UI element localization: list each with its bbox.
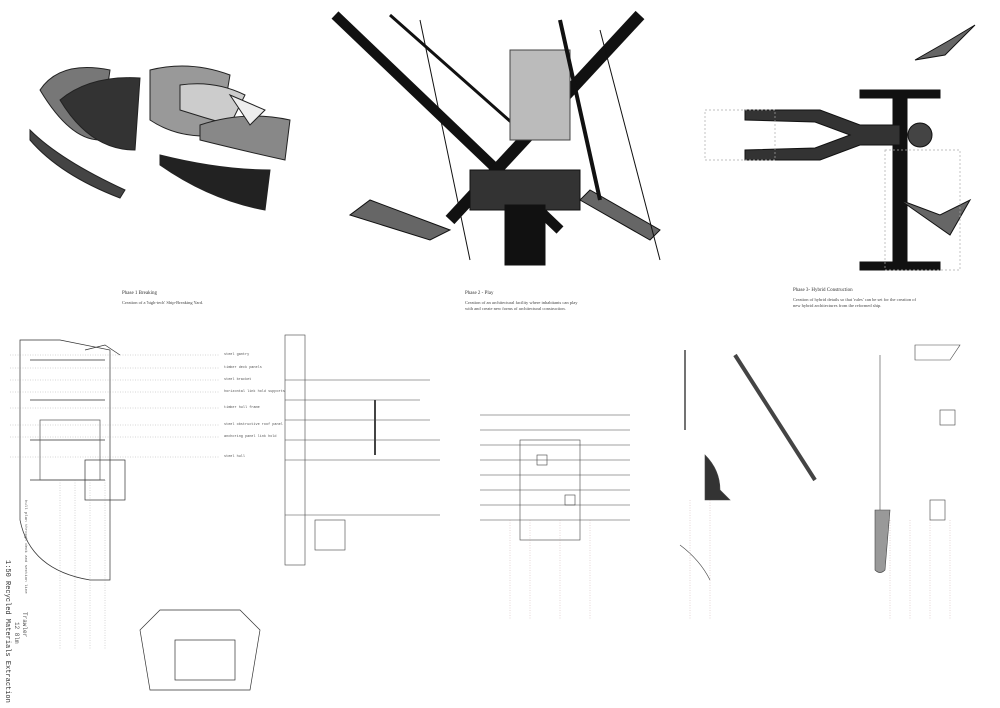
- detail-leader-lines: [509, 500, 951, 620]
- phase-3-caption: Phase 3- Hybrid Construction Creation of…: [793, 288, 923, 309]
- ship-label: timber hull frame: [224, 406, 260, 410]
- phase-2-text: Creation of an architectural facility wh…: [465, 300, 578, 311]
- phase-2-title: Phase 2 - Play: [465, 291, 494, 296]
- play-structure-render: [331, 10, 661, 266]
- detail-drawing-5: [874, 344, 961, 573]
- sheet-title-vessel: Trawler: [21, 612, 28, 638]
- sheet-title-scale: 1:50 Recycled Materials Extraction: [3, 560, 11, 703]
- phase-3-title: Phase 3- Hybrid Construction: [793, 288, 853, 293]
- phase-2-caption: Phase 2 - Play Creation of an architectu…: [465, 291, 585, 312]
- ship-label: horizontal link hold supports: [224, 390, 285, 394]
- ship-label: steel bracket: [224, 378, 252, 382]
- hybrid-plan-drawing: [704, 24, 976, 271]
- detail-drawing-2: [284, 334, 440, 566]
- phase-1-text: Creation of a 'high-tech' Ship-Breaking …: [122, 300, 204, 305]
- detail-drawing-3: [480, 414, 630, 541]
- ship-label: steel gantry: [224, 353, 250, 357]
- detail-drawing-4: [679, 350, 817, 581]
- exploded-hull-render: [29, 65, 291, 211]
- ship-section-drawing: [19, 339, 261, 691]
- ship-label: steel obstructive roof panel: [224, 423, 283, 427]
- ship-label: steel hull: [224, 455, 246, 459]
- ship-label: timber deck panels: [224, 366, 262, 370]
- sheet-title-section: hull plan through deck and section line: [23, 500, 27, 594]
- phase-1-title: Phase 1 Breaking: [122, 291, 157, 296]
- ship-leader-lines: [10, 354, 220, 650]
- ship-label: anchoring panel link hold: [224, 435, 277, 439]
- sheet-title-size: 12 8lm: [13, 622, 20, 644]
- phase-1-caption: Phase 1 Breaking Creation of a 'high-tec…: [122, 291, 352, 306]
- phase-3-text: Creation of hybrid details so that 'rule…: [793, 297, 916, 308]
